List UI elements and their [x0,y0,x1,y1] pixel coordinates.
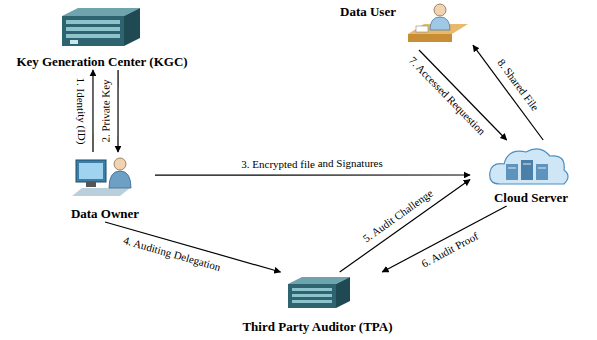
step-label: 5. Audit Challenge [360,187,435,245]
entity-label: Data Owner [71,206,139,221]
entity-label: Key Generation Center (KGC) [16,54,187,69]
entity-node: Third Party Auditor (TPA) [225,272,410,335]
entity-label: Cloud Server [494,190,568,205]
step-label: 1. Identity (ID) [74,78,87,145]
entity-node: Cloud Server [470,140,592,206]
step-label: 7. Accessed Requestion [406,54,488,138]
kgc-server-icon [62,8,140,46]
entity-label: Data User [340,4,396,19]
data-user-icon [408,4,468,42]
step-label: 8. Shared File [494,57,541,114]
tpa-server-icon [288,277,350,308]
entity-node: Data User [338,2,473,50]
flow-arrow [340,180,470,272]
data-owner-icon [72,158,131,196]
step-label: 4. Auditing Delegation [122,234,222,274]
flow-arrow [117,70,118,152]
flow-arrow [419,50,507,140]
flow-arrow [155,174,470,175]
entity-node: Key Generation Center (KGC) [4,4,200,70]
entity-label: Third Party Auditor (TPA) [242,319,392,334]
entity-node: Data Owner [55,152,155,222]
step-label: 6. Audit Proof [419,229,480,270]
cloud-server-icon [490,149,568,184]
flow-arrow [92,70,93,152]
step-label: 2. Private Key [100,79,113,142]
step-label: 3. Encrypted file and Signatures [242,158,383,171]
